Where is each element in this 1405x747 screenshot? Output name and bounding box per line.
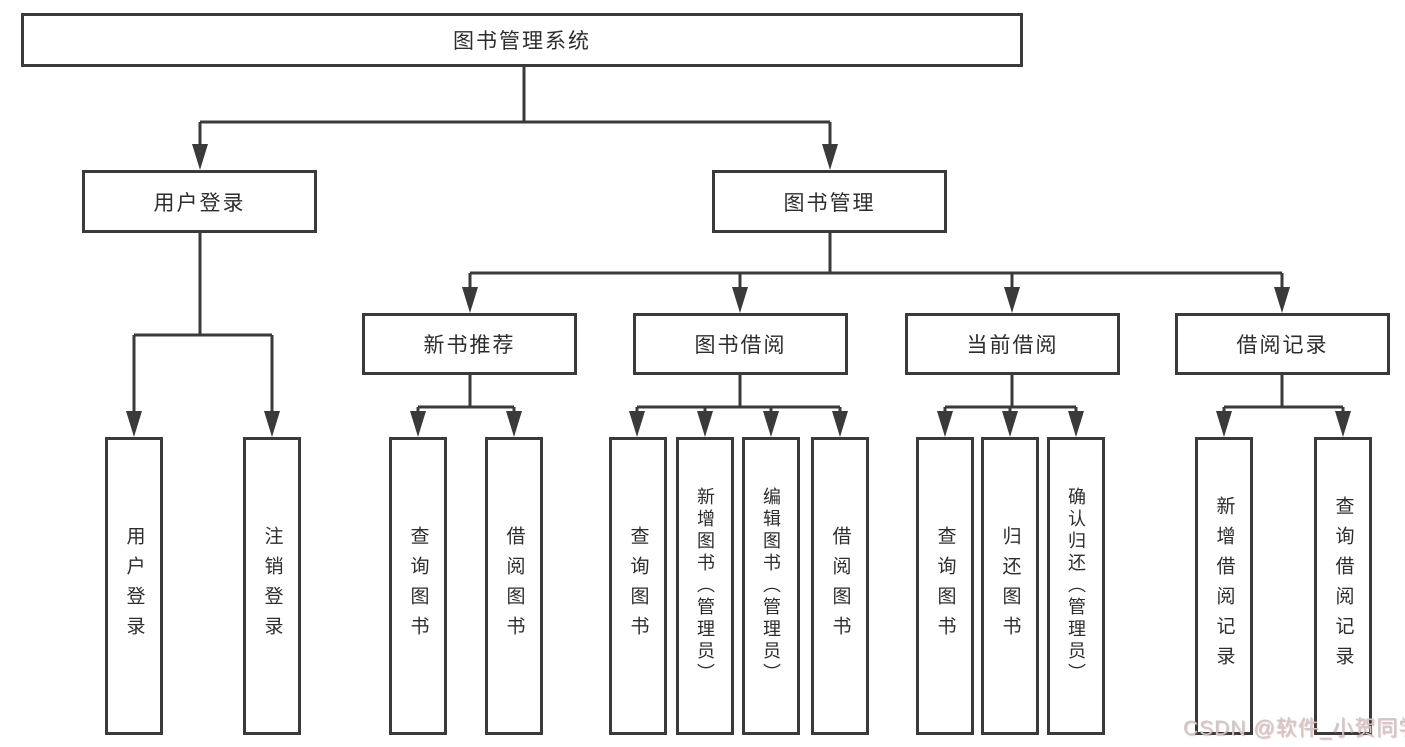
leaf-query-borrow-record: 查询借阅记录 <box>1314 437 1372 735</box>
node-book-borrow: 图书借阅 <box>633 313 848 375</box>
leaf-logout: 注销登录 <box>243 437 301 735</box>
leaf-edit-book-admin: 编辑图书（管理员） <box>742 437 800 735</box>
leaf-query-books-current: 查询图书 <box>916 437 974 735</box>
csdn-watermark: CSDN @软件_小贺同学 <box>1183 717 1405 740</box>
leaf-add-book-admin: 新增图书（管理员） <box>676 437 734 735</box>
leaf-borrow-books-recommend: 借阅图书 <box>485 437 543 735</box>
node-borrow-records: 借阅记录 <box>1175 313 1390 375</box>
node-current-borrow: 当前借阅 <box>905 313 1120 375</box>
leaf-query-books-borrow: 查询图书 <box>609 437 667 735</box>
leaf-add-borrow-record: 新增借阅记录 <box>1195 437 1253 735</box>
node-root-system: 图书管理系统 <box>21 13 1023 67</box>
node-user-login: 用户登录 <box>82 170 317 233</box>
leaf-user-login: 用户登录 <box>105 437 163 735</box>
arrowhead-icons <box>126 144 1351 437</box>
leaf-query-books-recommend: 查询图书 <box>389 437 447 735</box>
leaf-borrow-books: 借阅图书 <box>811 437 869 735</box>
node-new-book-recommend: 新书推荐 <box>362 313 577 375</box>
leaf-confirm-return-admin: 确认归还（管理员） <box>1047 437 1105 735</box>
node-book-management: 图书管理 <box>712 170 947 233</box>
leaf-return-book: 归还图书 <box>981 437 1039 735</box>
